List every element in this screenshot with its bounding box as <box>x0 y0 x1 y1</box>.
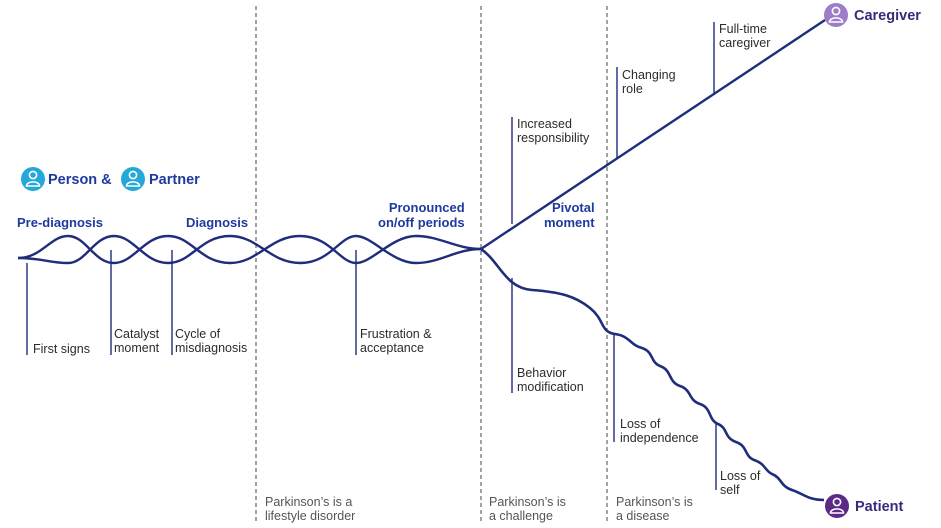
patient-icon <box>825 494 849 518</box>
stage-pre-diagnosis: Pre-diagnosis <box>17 215 103 230</box>
person-label: Person & <box>48 172 112 188</box>
partner-label: Partner <box>149 172 200 188</box>
strand-partner <box>17 234 482 265</box>
caregiver-label: Caregiver <box>854 8 921 24</box>
patient-line <box>480 247 825 502</box>
era-disease: Parkinson’s is a disease <box>616 495 693 523</box>
partner-icon <box>121 167 145 191</box>
strand-person <box>17 234 482 265</box>
era-challenge: Parkinson’s is a challenge <box>489 495 566 523</box>
milestone-catalyst: Catalyst moment <box>114 327 160 355</box>
milestone-cycle: Cycle of misdiagnosis <box>175 327 248 355</box>
milestone-loss-self: Loss of self <box>720 469 761 497</box>
era-lifestyle: Parkinson’s is a lifestyle disorder <box>265 495 356 523</box>
milestone-behavior: Behavior modification <box>517 366 584 394</box>
milestone-changing-role: Changing role <box>622 68 676 96</box>
stage-diagnosis: Diagnosis <box>186 215 249 230</box>
person-icon <box>21 167 45 191</box>
milestone-full-time: Full-time caregiver <box>719 22 771 50</box>
stage-pivotal: Pivotal moment <box>544 200 595 230</box>
milestone-frustration: Frustration & acceptance <box>360 327 432 355</box>
caregiver-line <box>480 19 826 250</box>
caregiver-icon <box>824 3 848 27</box>
milestone-increased-responsibility: Increased responsibility <box>517 117 590 145</box>
milestone-first-signs: First signs <box>33 342 90 356</box>
milestone-loss-independence: Loss of independence <box>620 417 699 445</box>
stage-pronounced: Pronounced on/off periods <box>378 200 465 230</box>
patient-label: Patient <box>855 499 904 515</box>
